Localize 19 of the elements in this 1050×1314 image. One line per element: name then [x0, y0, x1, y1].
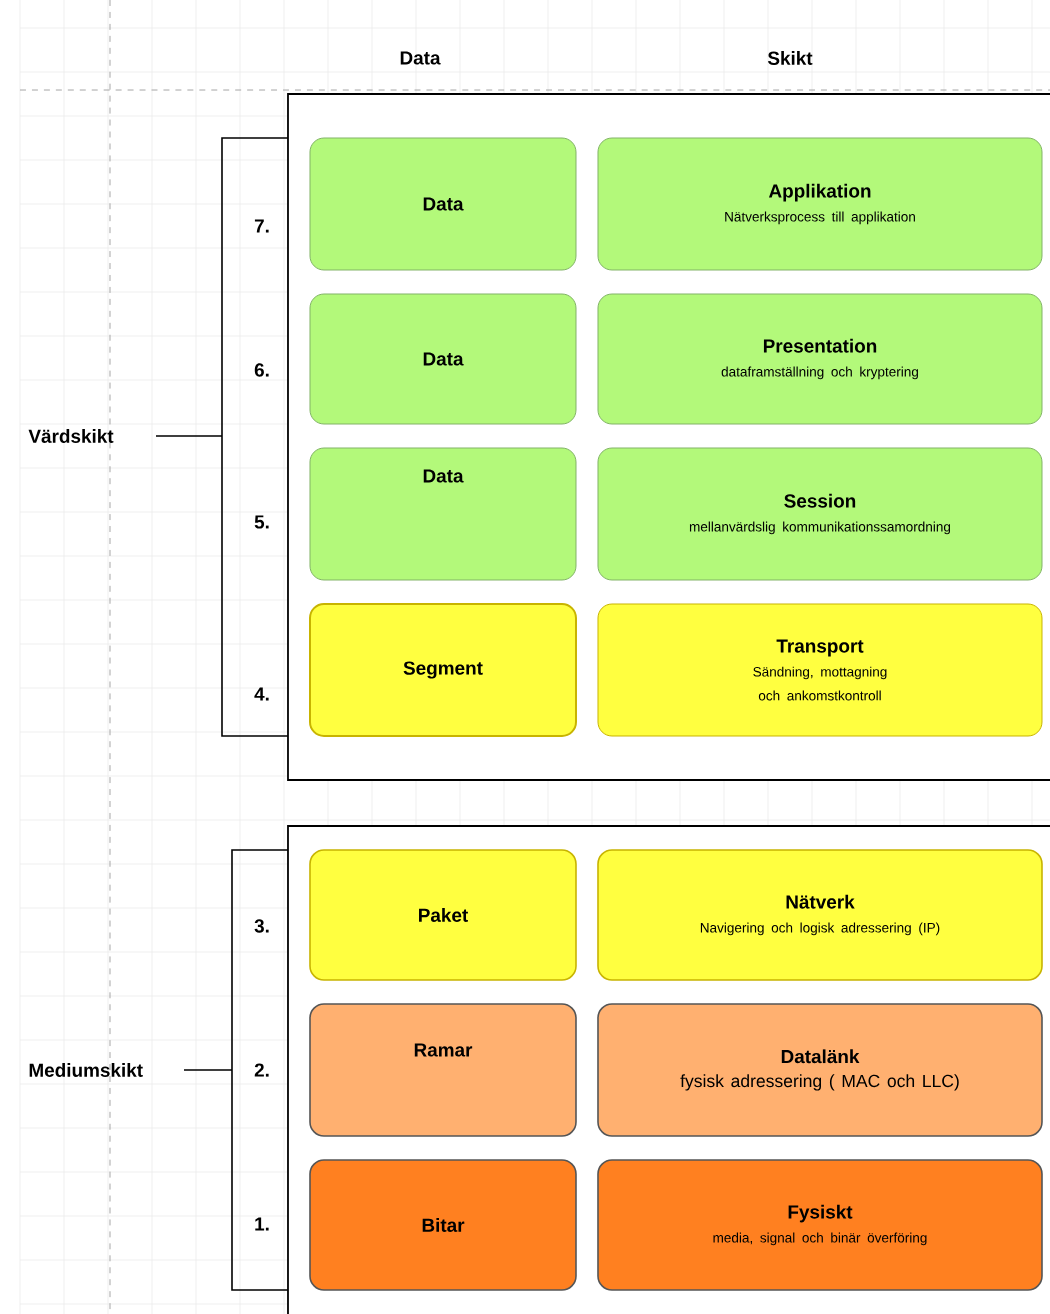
layer-box: Segment [309, 603, 577, 737]
layer-box: Bitar [309, 1159, 577, 1291]
layer-box: Data [309, 137, 577, 271]
layer-box: Data [309, 293, 577, 425]
layer-number: 4. [254, 687, 269, 701]
layer-number: 5. [254, 515, 269, 529]
layer-box: Ramar [309, 1003, 577, 1137]
layer-number: 6. [254, 363, 269, 377]
group-label: Mediumskikt [29, 1063, 143, 1077]
layer-number: 1. [255, 1217, 269, 1231]
layer-number: 2. [254, 1063, 269, 1077]
layer-box: Datalänk fysisk adressering ( MAC och LLC) [597, 1003, 1043, 1137]
layer-box: Paket [309, 849, 577, 981]
layer-box: Data [309, 447, 577, 581]
layer-number: 7. [254, 219, 269, 233]
layer-number: 3. [254, 919, 269, 933]
group-label: Värdskikt [28, 429, 114, 443]
column-header: Data [400, 51, 441, 65]
column-header: Skikt [767, 51, 813, 65]
